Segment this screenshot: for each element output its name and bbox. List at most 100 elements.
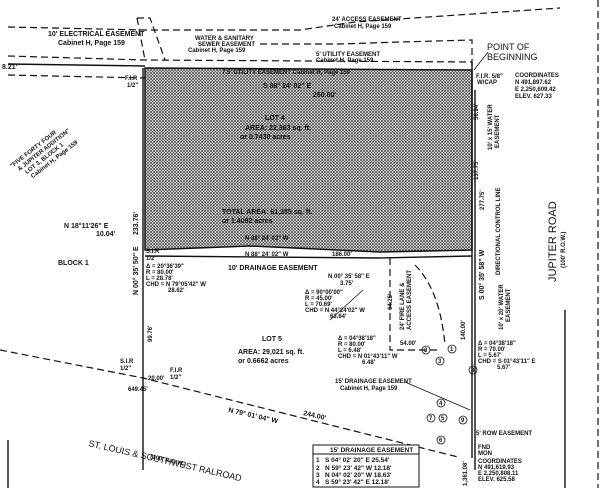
table-row-num: 4 bbox=[316, 479, 320, 486]
right-lower-dist: 140.00' bbox=[461, 320, 467, 340]
south-dist: 1,361.08' bbox=[463, 461, 469, 486]
lot-5-bottom-line bbox=[144, 255, 473, 259]
pob-wcap: W/CAP bbox=[477, 80, 497, 86]
table-row-num: 2 bbox=[316, 465, 320, 472]
curve1-length: L = 28.78' bbox=[146, 276, 173, 282]
curve4-chord: CHD = S 01°43'11" E bbox=[478, 359, 536, 365]
curve3-radius: R = 80.00' bbox=[338, 342, 366, 348]
lot-bottom-bearing: N 88° 24' 02" W bbox=[245, 252, 289, 258]
lot4-total-acres: or 1.4092 acres bbox=[222, 218, 273, 225]
pob-fir: F.I.R. 5/8" bbox=[476, 74, 503, 80]
right-dist: 277.75' bbox=[480, 190, 486, 210]
lot5-area: AREA: 29,021 sq. ft. bbox=[238, 349, 304, 356]
tie-dist: 10.04' bbox=[96, 231, 116, 238]
callout-7: 7 bbox=[429, 416, 433, 422]
control-line-label: DIRECTIONAL CONTROL LINE bbox=[496, 188, 502, 275]
water-right2-1: 10' x 20' WATER bbox=[499, 284, 505, 330]
fir-label-top: F.I.R bbox=[125, 76, 138, 82]
callout-3a: 3 bbox=[424, 348, 428, 354]
callout-9: 8 bbox=[471, 368, 475, 374]
lot4-acres: or 0.7430 acres bbox=[240, 134, 291, 141]
curve4-delta: Δ = 04°38'18" bbox=[478, 341, 516, 347]
drainage10-label: 10' DRAINAGE EASEMENT bbox=[228, 265, 318, 272]
lot5-acres: or 0.6662 acres bbox=[238, 358, 289, 365]
callout-markers: 3 1 3 8 4 7 5 9 6 bbox=[421, 344, 478, 445]
left-dist: 233.76' bbox=[133, 212, 140, 235]
callout-8: 9 bbox=[461, 418, 465, 424]
road-name: JUPITER ROAD bbox=[547, 201, 559, 282]
adjacent-addition-label: "FIVE FORTY FOUR & JUPITER ADDITION" LOT… bbox=[10, 128, 80, 180]
access-easement-line bbox=[260, 39, 473, 70]
curve3-chord: CHD = N 01°43'11" W bbox=[338, 354, 398, 360]
callout-3b: 3 bbox=[438, 359, 442, 365]
lot-4-shaded-area bbox=[144, 67, 473, 253]
curve1-chord: CHD = N 79°05'42" W bbox=[146, 282, 206, 288]
fire-lane-line bbox=[389, 258, 446, 351]
lot4-total-area: TOTAL AREA: 61,385 sq. ft. bbox=[222, 209, 312, 216]
curve3-chord-dist: 6.48' bbox=[362, 360, 376, 366]
drainage15-ref: Cabinet H, Page 159 bbox=[340, 386, 398, 392]
table-row: 4 S 59° 23' 42" E 12.18' bbox=[316, 478, 390, 486]
water-right-2: EASEMENT bbox=[495, 114, 501, 148]
pob-elev: ELEV. 627.33 bbox=[515, 94, 552, 100]
fire-lane-label-2: ACCESS EASEMENT bbox=[407, 270, 413, 330]
fire-lane-label-1: 24' FIRE LANE & bbox=[400, 282, 406, 330]
curve2-chord: CHD = N 44°24'02" W bbox=[305, 308, 365, 314]
end-north: N 491,619.93 bbox=[478, 465, 515, 471]
curve2-chord-dist: 63.64' bbox=[330, 314, 347, 320]
curve1-delta: Δ = 20°36'39" bbox=[146, 264, 184, 270]
easement-line-4 bbox=[7, 74, 146, 79]
utility-easement-ref: Cabinet H, Page 159 bbox=[316, 58, 374, 64]
easement-line-3 bbox=[7, 63, 146, 67]
electrical-easement-label: 10' ELECTRICAL EASEMENT bbox=[48, 31, 145, 38]
end-mon-1: FND bbox=[478, 445, 491, 451]
drainage-leader bbox=[329, 289, 471, 411]
table-row-value: S 04° 02' 20" E 25.54' bbox=[325, 456, 390, 464]
row-easement-label: 5' ROW EASEMENT bbox=[476, 431, 532, 437]
water-sewer-label-2: SEWER EASEMENT bbox=[198, 42, 255, 48]
curve2-delta: Δ = 90°00'00" bbox=[305, 290, 343, 296]
pob-north: N 491,897.62 bbox=[515, 80, 552, 86]
access-easement-ref: Cabinet H, Page 159 bbox=[334, 24, 392, 30]
easement-line-2 bbox=[7, 55, 473, 63]
lot4-top-bearing: S 88° 24' 02" E bbox=[263, 82, 312, 90]
pob-label-1: POINT OF bbox=[487, 42, 530, 52]
short-dist: 3.75' bbox=[340, 281, 354, 287]
sir-label-lower: S.I.R bbox=[120, 359, 134, 365]
right-top-dist: 56.94' bbox=[474, 103, 480, 120]
far-left-dist: 649.45' bbox=[128, 387, 148, 393]
table-row-value: N 59° 23' 42" W 12.18' bbox=[325, 464, 392, 472]
table-title: 15' DRAINAGE EASEMENT bbox=[330, 447, 413, 454]
end-east: E 2,250,808.11 bbox=[478, 471, 519, 477]
fir-label-lower: F.I.R bbox=[170, 368, 183, 374]
drainage15-label: 15' DRAINAGE EASEMENT bbox=[335, 379, 412, 385]
short-bearing: N 00° 35' 58" E bbox=[328, 274, 370, 280]
table-row-value: N 04° 02' 20" W 18.63' bbox=[325, 471, 392, 479]
access-easement-label: 24' ACCESS EASEMENT bbox=[332, 17, 402, 23]
lot4-label: LOT 4 bbox=[265, 115, 285, 122]
block-label: BLOCK 1 bbox=[58, 260, 89, 267]
end-elev: ELEV. 625.58 bbox=[478, 477, 515, 483]
road-row: (100' R.O.W.) bbox=[561, 232, 567, 268]
sir-label-upper: S.I.R bbox=[146, 249, 160, 255]
table-row-value: S 59° 23' 42" E 12.18' bbox=[325, 478, 390, 486]
lot4-top-dist: 260.00' bbox=[313, 92, 336, 99]
water-right-1: 10' x 15' WATER bbox=[488, 104, 494, 150]
callout-4: 4 bbox=[439, 401, 443, 407]
curve1-chord-dist: 28.62' bbox=[168, 288, 185, 294]
top-left-dist: 8.21' bbox=[2, 64, 18, 71]
callout-5: 5 bbox=[441, 416, 445, 422]
fire-lane-dist: 54.00' bbox=[400, 341, 417, 347]
curve2-length: L = 70.69' bbox=[305, 302, 332, 308]
end-mon-2: MON bbox=[478, 451, 492, 457]
table-row: 2 N 59° 23' 42" W 12.18' bbox=[316, 464, 392, 472]
railroad-row-line bbox=[0, 349, 459, 458]
curve2-radius: R = 45.00' bbox=[305, 296, 333, 302]
bottom-dist: 244.00' bbox=[303, 410, 327, 422]
lot-bottom-dist: 186.00' bbox=[332, 252, 352, 258]
table-row-num: 1 bbox=[316, 457, 320, 464]
fir-half-top: 1/2" bbox=[127, 83, 138, 89]
curve1-radius: R = 80.00' bbox=[146, 270, 174, 276]
